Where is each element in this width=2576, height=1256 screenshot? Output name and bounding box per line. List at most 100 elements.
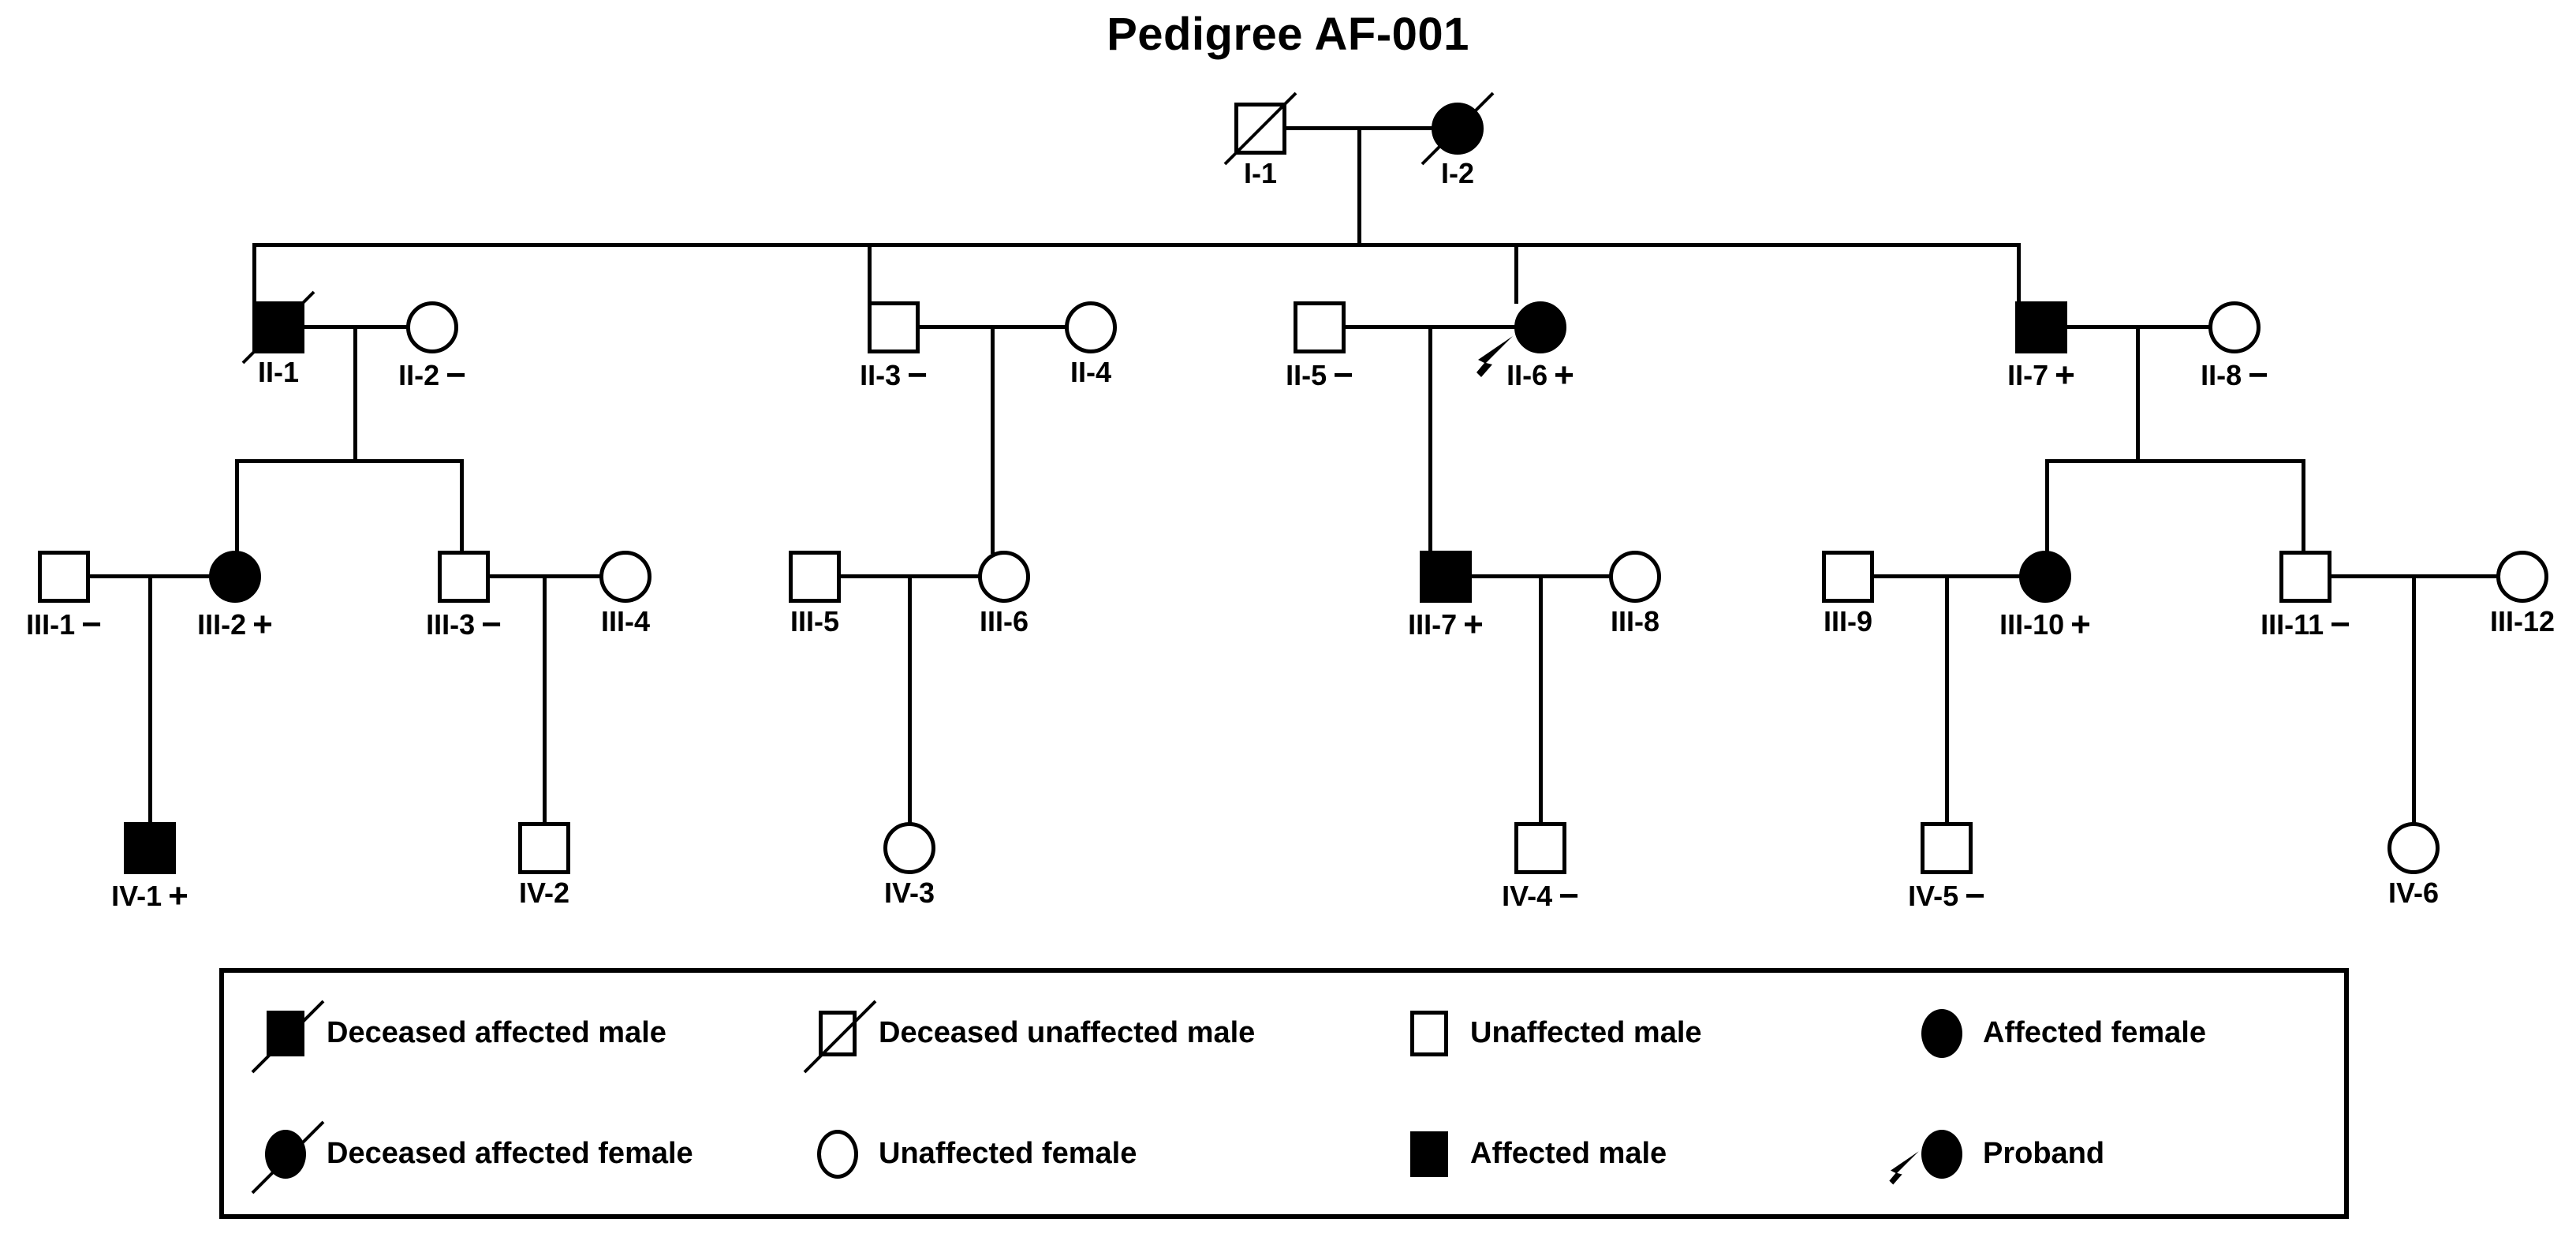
individual-iv-6[interactable]: IV-6 [2387,822,2440,907]
individual-id: I-1 [1243,157,1278,189]
descent-II3-II4 [991,325,995,554]
legend-item-affected-female: Affected female [1912,973,2206,1093]
circle-icon [1921,1008,1962,1058]
descent-III1-III2 [148,574,152,825]
individual-label: IV-3 [884,879,935,907]
individual-id: II-4 [1070,356,1112,388]
drop-to-III11 [2302,459,2305,554]
square-icon [1410,1131,1448,1177]
individual-iv-4[interactable]: IV-4− [1502,822,1579,914]
individual-label: II-8− [2201,358,2268,393]
affected-circle-icon [209,551,261,603]
individual-iv-2[interactable]: IV-2 [518,822,570,907]
individual-label: III-8 [1611,607,1659,636]
legend-label: Deceased affected female [327,1137,693,1170]
individual-id: II-8 [2201,359,2242,391]
individual-label: III-1− [26,607,102,642]
legend-symbol [251,1120,325,1194]
individual-id: III-11 [2261,608,2324,641]
individual-iv-5[interactable]: IV-5− [1908,822,1985,914]
carrier-status-sign: + [2055,356,2075,394]
individual-id: II-6 [1506,359,1548,391]
legend-item-deceased-unaffected-male: Deceased unaffected male [803,973,1255,1093]
individual-label: IV-1+ [111,879,189,914]
individual-id: III-2 [197,608,247,641]
individual-label: III-6 [980,607,1029,636]
individual-label: II-5− [1286,358,1353,393]
unaffected-circle-icon [406,301,458,353]
deceased-slash-icon [241,1111,330,1199]
carrier-status-sign: − [907,356,928,394]
individual-iii-3[interactable]: III-3− [426,551,502,642]
unaffected-circle-icon [1609,551,1661,603]
legend-label: Unaffected female [879,1137,1137,1170]
unaffected-circle-icon [883,822,935,874]
individual-iii-10[interactable]: III-10+ [1999,551,2091,642]
individual-label: II-2− [398,358,466,393]
unaffected-circle-icon [1065,301,1117,353]
legend-symbol [1889,1125,1970,1184]
individual-label: III-3− [426,607,502,642]
individual-iii-7[interactable]: III-7+ [1408,551,1484,642]
individual-ii-1[interactable]: II-1 [241,290,315,387]
carrier-status-sign: − [1965,877,1985,915]
individual-label: III-10+ [1999,607,2091,642]
sibship-bar-gen2 [252,243,2019,247]
individual-id: IV-5 [1908,880,1959,912]
square-icon [819,1010,857,1056]
carrier-status-sign: + [168,877,189,915]
deceased-slash-icon [241,990,330,1078]
individual-label: III-4 [601,607,650,636]
descent-III7-III8 [1539,574,1543,825]
individual-ii-6[interactable]: II-6+ [1477,301,1574,393]
unaffected-square-icon [1822,551,1874,603]
legend-label: Unaffected male [1470,1016,1702,1049]
individual-ii-7[interactable]: II-7+ [2007,301,2075,393]
individual-i-1[interactable]: I-1 [1223,92,1297,188]
individual-ii-5[interactable]: II-5− [1286,301,1353,393]
carrier-status-sign: + [252,605,273,644]
unaffected-circle-icon [2387,822,2440,874]
individual-iii-4[interactable]: III-4 [599,551,651,636]
individual-ii-8[interactable]: II-8− [2201,301,2268,393]
unaffected-square-icon [1514,822,1566,874]
descent-III9-III10 [1945,574,1949,825]
individual-iii-6[interactable]: III-6 [978,551,1030,636]
circle-icon [1921,1129,1962,1179]
individual-iii-2[interactable]: III-2+ [197,551,273,642]
descent-III5-III6 [908,574,912,825]
individual-iii-11[interactable]: III-11− [2261,551,2350,642]
individual-id: III-7 [1408,608,1458,641]
carrier-status-sign: + [1554,356,1574,394]
individual-iii-8[interactable]: III-8 [1609,551,1661,636]
unaffected-square-icon [2279,551,2331,603]
descent-II1-II2 [353,325,357,459]
unaffected-circle-icon [2496,551,2548,603]
individual-ii-4[interactable]: II-4 [1065,301,1117,387]
unaffected-square-icon [438,551,490,603]
legend-symbol [803,1000,877,1073]
descent-I-couple [1357,126,1361,245]
legend-item-unaffected-female: Unaffected female [808,1093,1137,1214]
individual-label: I-2 [1441,159,1474,188]
drop-to-III10 [2045,459,2049,554]
individual-ii-3[interactable]: II-3− [860,301,928,393]
individual-label: II-3− [860,358,928,393]
individual-iii-1[interactable]: III-1− [26,551,102,642]
page-title: Pedigree AF-001 [1107,9,1469,60]
legend-label: Affected male [1470,1137,1667,1170]
individual-iii-9[interactable]: III-9 [1822,551,1874,636]
legend-label: Affected female [1983,1016,2206,1049]
individual-id: III-1 [26,608,76,641]
individual-i-2[interactable]: I-2 [1421,92,1495,188]
individual-ii-2[interactable]: II-2− [398,301,466,393]
individual-iii-12[interactable]: III-12 [2490,551,2555,636]
individual-iv-1[interactable]: IV-1+ [111,822,189,914]
carrier-status-sign: + [2070,605,2091,644]
descent-III3-III4 [543,574,547,825]
descent-III11-III12 [2412,574,2416,825]
legend-item-unaffected-male: Unaffected male [1399,973,1702,1093]
individual-iv-3[interactable]: IV-3 [883,822,935,907]
individual-iii-5[interactable]: III-5 [789,551,841,636]
